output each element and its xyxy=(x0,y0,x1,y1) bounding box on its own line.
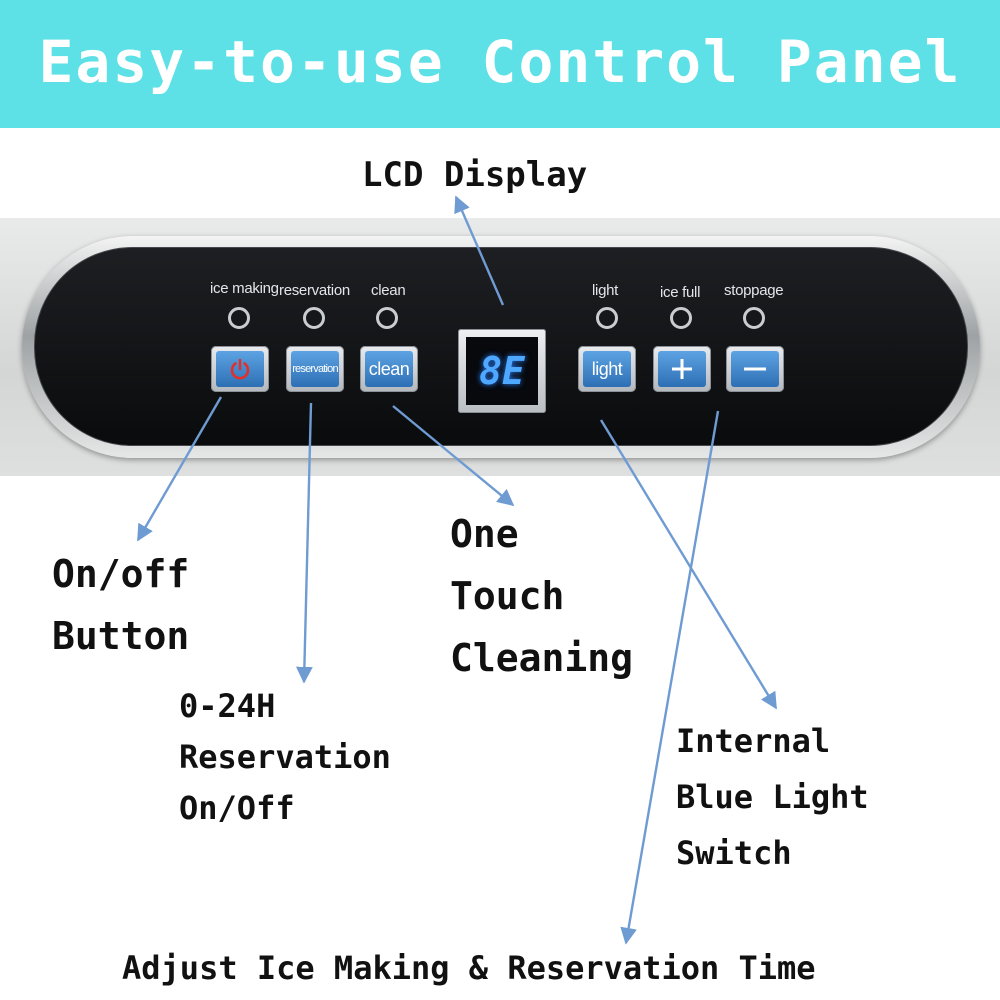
callout-light: Internal Blue Light Switch xyxy=(676,722,869,872)
indicator-label-reservation: reservation xyxy=(279,282,350,299)
clean-button[interactable]: clean xyxy=(360,346,418,392)
minus-button[interactable] xyxy=(726,346,784,392)
power-button[interactable] xyxy=(211,346,269,392)
indicator-led-ice-full xyxy=(670,307,692,329)
light-button[interactable]: light xyxy=(578,346,636,392)
light-button-label: light xyxy=(583,351,631,387)
indicator-label-ice-making: ice making xyxy=(210,280,279,297)
indicator-led-clean xyxy=(376,307,398,329)
lcd-readout: 8E xyxy=(466,337,538,405)
indicator-led-reservation xyxy=(303,307,325,329)
plus-icon xyxy=(672,359,692,379)
callout-adjust-time: Adjust Ice Making & Reservation Time xyxy=(122,949,816,987)
arrow-reservation xyxy=(295,402,313,684)
banner-title: Easy-to-use Control Panel xyxy=(38,28,962,96)
reservation-button[interactable]: reservation xyxy=(286,346,344,392)
indicator-label-light: light xyxy=(592,282,619,299)
lcd-display: 8E xyxy=(458,329,546,413)
indicator-label-stoppage: stoppage xyxy=(724,282,784,299)
power-icon xyxy=(230,358,250,380)
callout-on-off: On/off Button xyxy=(52,552,190,658)
callout-lcd-display: LCD Display xyxy=(362,155,588,195)
indicator-label-ice-full: ice full xyxy=(660,284,701,301)
reservation-button-label: reservation xyxy=(291,351,339,387)
arrow-on-off xyxy=(136,396,223,542)
indicator-label-clean: clean xyxy=(371,282,406,299)
clean-button-label: clean xyxy=(365,351,413,387)
plus-button[interactable] xyxy=(653,346,711,392)
arrow-lcd-display xyxy=(454,195,505,306)
minus-icon xyxy=(744,367,766,371)
callout-cleaning: One Touch Cleaning xyxy=(450,512,634,680)
indicator-led-light xyxy=(596,307,618,329)
arrow-adjust xyxy=(620,410,720,945)
arrow-cleaning xyxy=(392,405,515,507)
arrow-light xyxy=(599,419,778,710)
title-banner xyxy=(0,0,1000,128)
callout-reservation: 0-24H Reservation On/Off xyxy=(179,687,391,827)
indicator-led-ice-making xyxy=(228,307,250,329)
indicator-led-stoppage xyxy=(743,307,765,329)
